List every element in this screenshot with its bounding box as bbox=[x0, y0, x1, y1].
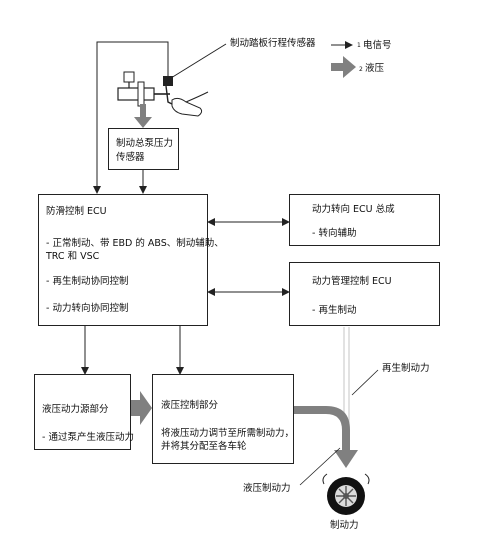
hydraulic-control-line2: 并将其分配至各车轮 bbox=[161, 441, 247, 452]
skid-ecu-item1-line1: - 正常制动、带 EBD 的 ABS、制动辅助、 bbox=[46, 238, 224, 249]
hydraulic-control-line1: 将液压动力调节至所需制动力， bbox=[161, 428, 295, 439]
legend-graphics bbox=[331, 41, 356, 78]
pressure-sensor-line2: 传感器 bbox=[116, 152, 145, 163]
power-management-ecu: 动力管理控制 ECU - 再生制动 bbox=[289, 262, 440, 326]
legend-marker-2: 2 bbox=[359, 66, 363, 73]
regen-braking-force-label: 再生制动力 bbox=[382, 363, 430, 374]
legend-marker-1: 1 bbox=[357, 42, 361, 49]
power-ecu-item1: - 再生制动 bbox=[312, 305, 357, 316]
power-ecu-title: 动力管理控制 ECU bbox=[312, 276, 392, 287]
brake-pedal-illustration bbox=[117, 71, 209, 117]
hydraulic-control-title: 液压控制部分 bbox=[161, 400, 219, 411]
skid-control-ecu: 防滑控制 ECU - 正常制动、带 EBD 的 ABS、制动辅助、 TRC 和 … bbox=[38, 194, 224, 326]
hydraulic-source-item1: - 通过泵产生液压动力 bbox=[42, 432, 134, 443]
master-cylinder-pressure-sensor: 制动总泵压力 传感器 bbox=[108, 128, 179, 170]
hydraulic-braking-force-label: 液压制动力 bbox=[243, 483, 291, 494]
steering-ecu-item1: - 转向辅助 bbox=[312, 228, 357, 239]
braking-force-label: 制动力 bbox=[330, 520, 359, 531]
skid-ecu-title: 防滑控制 ECU bbox=[46, 206, 107, 217]
hydraulic-source-title: 液压动力源部分 bbox=[42, 404, 109, 415]
legend-electric-signal-label: 电信号 bbox=[363, 40, 392, 51]
hydraulic-arrow-source-to-control bbox=[131, 391, 152, 425]
hydraulic-arrow-master-to-sensor bbox=[134, 104, 152, 128]
hydraulic-braking-force-arrow bbox=[294, 406, 358, 468]
hydraulic-power-source: 液压动力源部分 - 通过泵产生液压动力 bbox=[34, 374, 134, 450]
steering-ecu-title: 动力转向 ECU 总成 bbox=[312, 204, 395, 215]
skid-ecu-item3: - 动力转向协同控制 bbox=[46, 303, 129, 314]
skid-ecu-item2: - 再生制动协同控制 bbox=[46, 276, 129, 287]
pressure-sensor-line1: 制动总泵压力 bbox=[116, 138, 174, 149]
hydraulic-control: 液压控制部分 将液压动力调节至所需制动力， 并将其分配至各车轮 bbox=[152, 374, 294, 464]
skid-ecu-item1-line2: TRC 和 VSC bbox=[46, 251, 100, 262]
legend-hydraulic-label: 液压 bbox=[365, 63, 385, 74]
pedal-stroke-sensor-label: 制动踏板行程传感器 bbox=[230, 38, 316, 49]
power-steering-ecu: 动力转向 ECU 总成 - 转向辅助 bbox=[289, 194, 440, 246]
tire-icon bbox=[322, 473, 370, 515]
